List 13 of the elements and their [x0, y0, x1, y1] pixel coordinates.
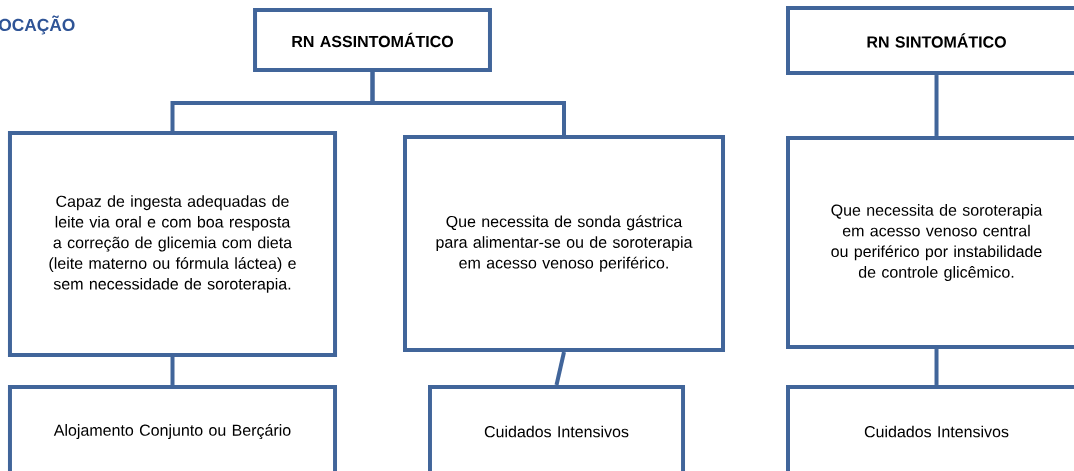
heading-box: RN ASSINTOMÁTICO	[253, 8, 492, 72]
text-box: Cuidados Intensivos	[786, 384, 1074, 471]
connector-line	[370, 72, 566, 135]
connector-line	[170, 357, 175, 385]
connector-line	[934, 349, 939, 385]
text-box: Alojamento Conjunto ou Berçário	[7, 384, 338, 471]
text-box: Que necessita de sonda gástrica para alimentar-se ou de soroterapia em acesso venoso periférico.	[403, 134, 725, 353]
connector-line	[554, 351, 566, 386]
text-box: Cuidados Intensivos	[427, 384, 686, 471]
heading-box: RN SINTOMÁTICO	[786, 5, 1074, 76]
text-box: Que necessita de soroterapia em acesso venoso central ou periférico por instabilidade de controle glicêmico.	[786, 135, 1074, 350]
connector-line	[934, 75, 939, 136]
text-box: Capaz de ingesta adequadas de leite via oral e com boa resposta a correção de glicemia com dieta (leite materno ou fórmula láctea) e sem necessidade de soroterapia.	[7, 131, 338, 357]
